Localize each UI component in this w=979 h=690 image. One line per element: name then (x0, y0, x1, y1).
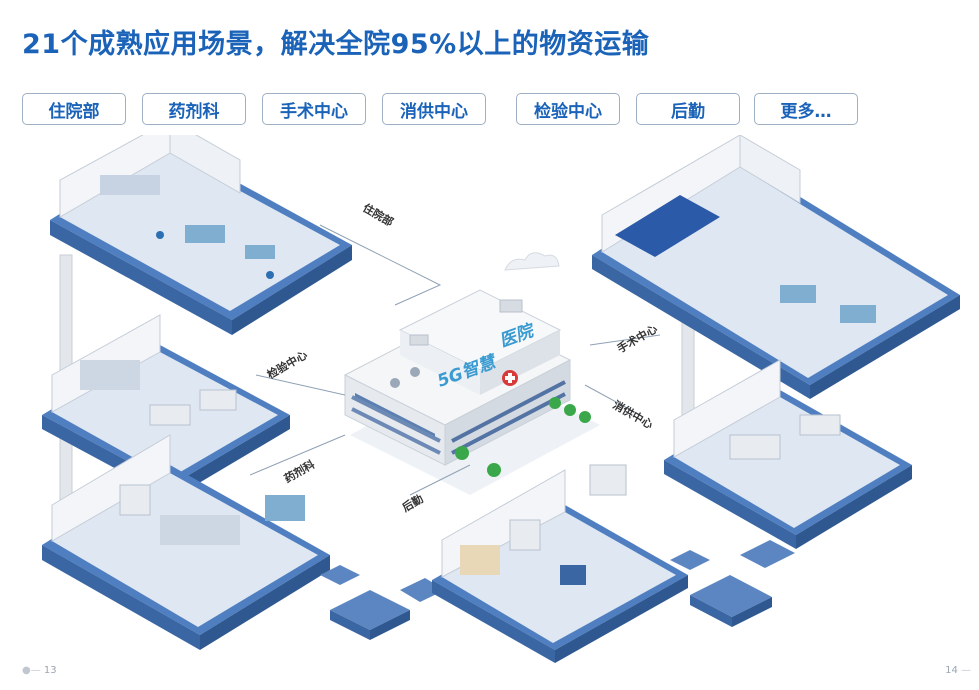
central-hospital-building: 5G智慧 医院 (343, 252, 600, 495)
tab-inpatient[interactable]: 住院部 (22, 93, 126, 125)
tab-sterile-supply[interactable]: 消供中心 (382, 93, 486, 125)
surgery-floor (592, 135, 960, 399)
inpatient-floor (50, 135, 352, 335)
lab-floor (42, 314, 290, 499)
pharmacy-floor (42, 434, 330, 650)
page-title: 21个成熟应用场景，解决全院95%以上的物资运输 (22, 29, 650, 60)
label-pharmacy: 药剂科 (282, 457, 318, 486)
sterile-supply-floor (664, 359, 912, 549)
tab-surgery[interactable]: 手术中心 (262, 93, 366, 125)
logistics-floor (432, 464, 688, 663)
scene-tab-bar: 住院部 药剂科 手术中心 消供中心 检验中心 后勤 更多… (22, 93, 862, 127)
label-surgery: 手术中心 (615, 321, 660, 355)
tab-pharmacy[interactable]: 药剂科 (142, 93, 246, 125)
page-number-left: ●— 13 (22, 665, 57, 676)
label-lab: 检验中心 (265, 347, 310, 381)
tab-laboratory[interactable]: 检验中心 (516, 93, 620, 125)
label-sterile-supply: 消供中心 (611, 397, 656, 431)
tab-more[interactable]: 更多… (754, 93, 858, 125)
hospital-isometric-illustration: 5G智慧 医院 住院部 检验中心 药剂科 后勤 手术中心 消供中心 (42, 135, 960, 663)
label-logistics: 后勤 (400, 491, 426, 514)
floor-tile (690, 575, 772, 617)
label-inpatient: 住院部 (361, 200, 397, 229)
page-number-right: 14 — (945, 665, 971, 676)
tab-logistics[interactable]: 后勤 (636, 93, 740, 125)
